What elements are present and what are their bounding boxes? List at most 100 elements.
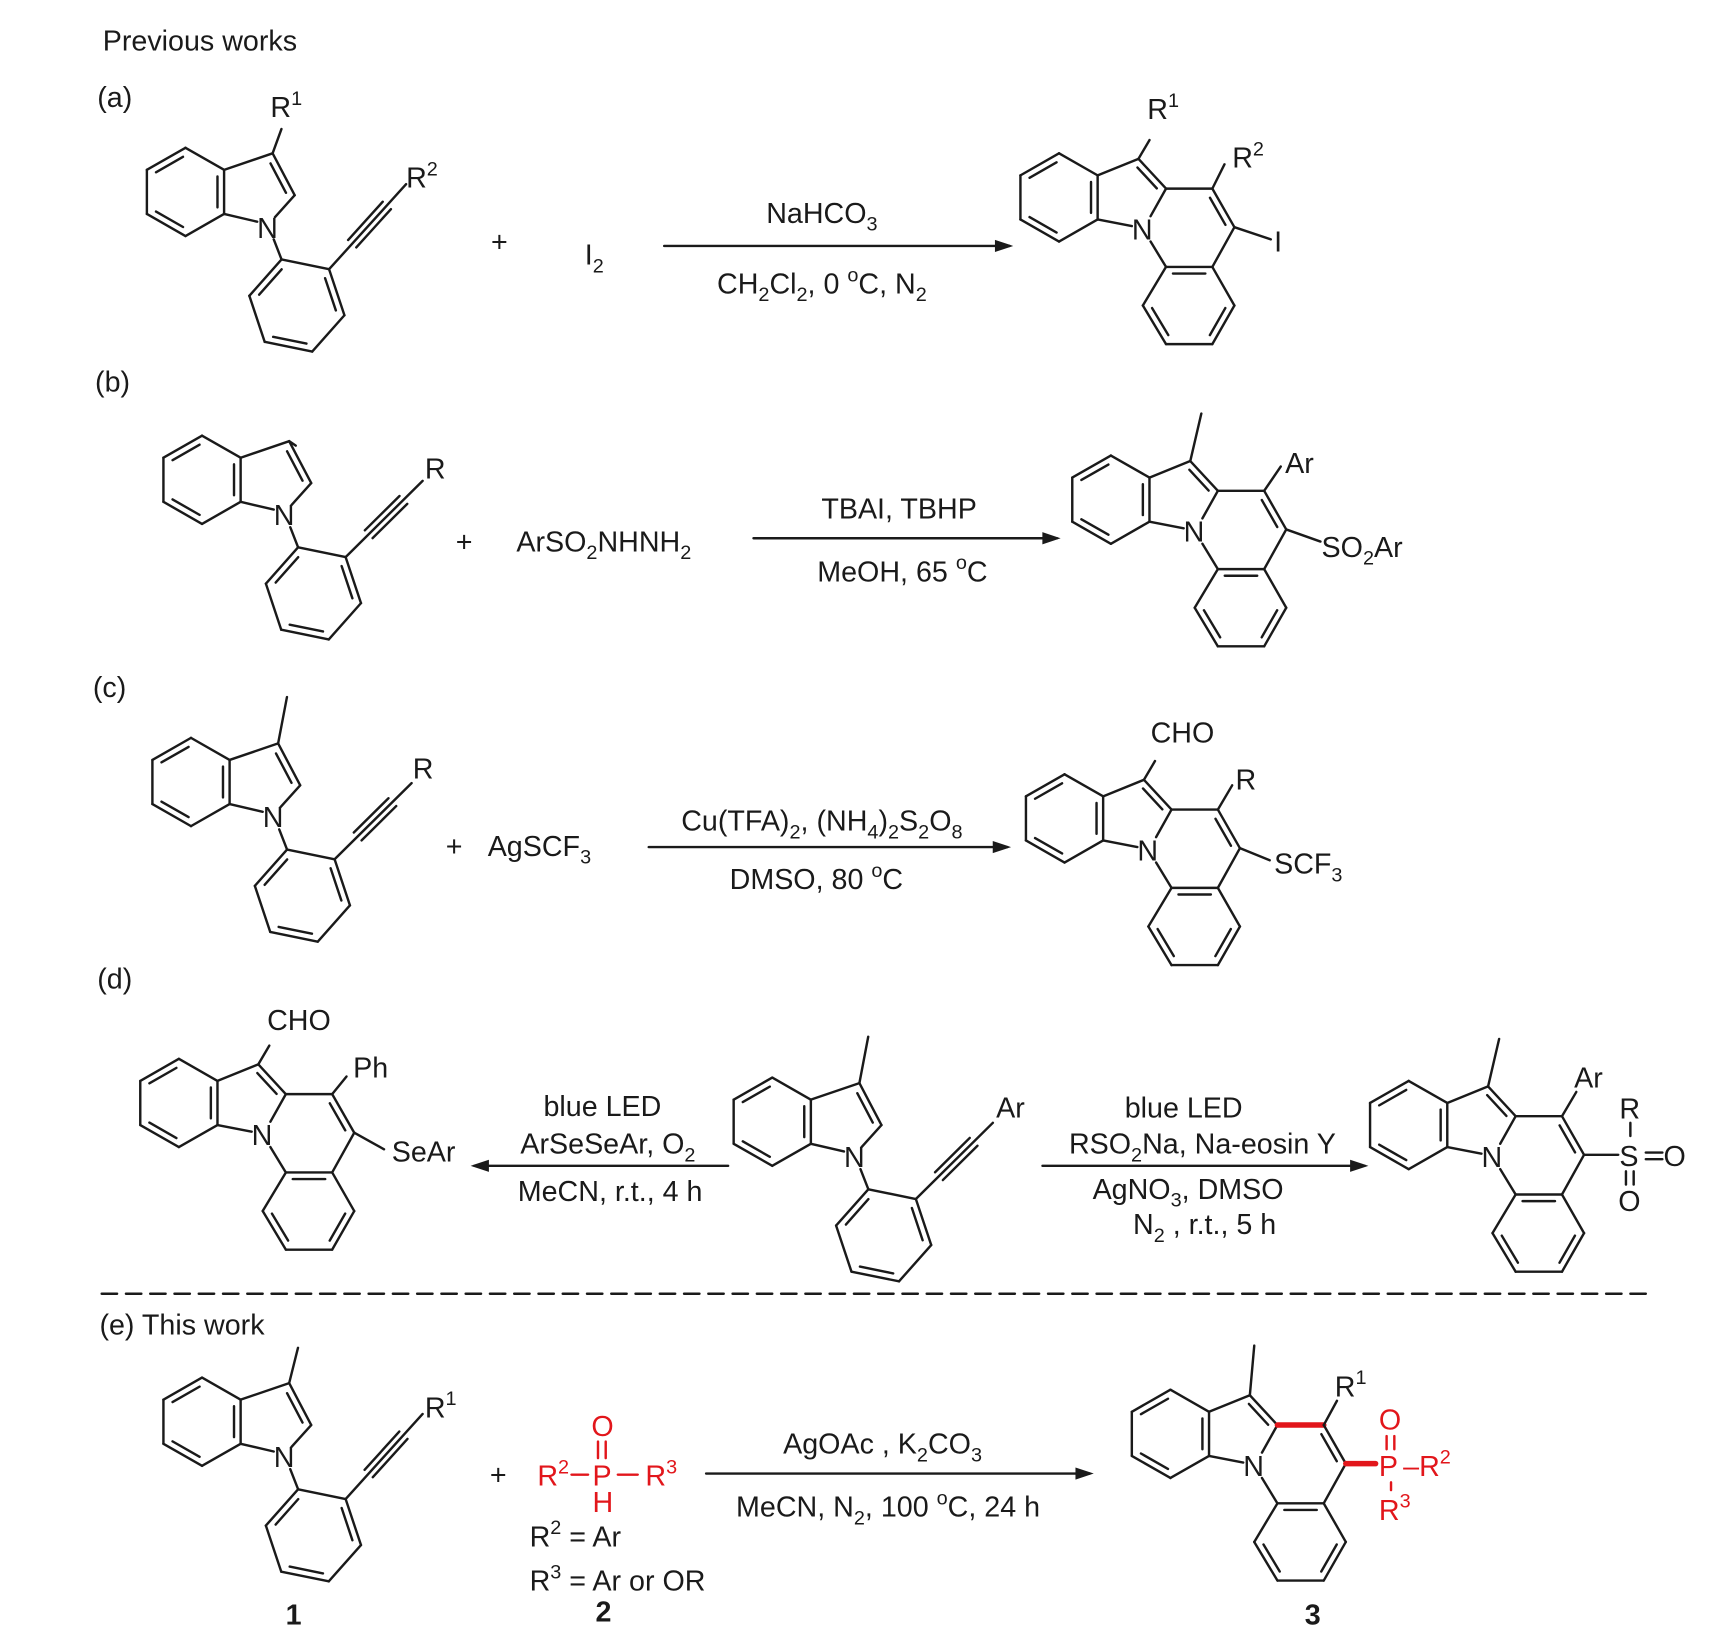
double-bond (1141, 787, 1164, 811)
bond (1101, 839, 1139, 849)
ring-bond (151, 736, 193, 762)
d-left-cond-3: MeCN, r.t., 4 h (518, 1176, 703, 1208)
double-bond (1033, 782, 1064, 800)
b-plus: + (456, 526, 473, 558)
double-bond (1080, 463, 1110, 482)
a-reactant-r1: R1 (270, 88, 302, 124)
double-bond (1156, 927, 1176, 958)
bond (1142, 778, 1173, 811)
double-bond (285, 450, 304, 482)
substituent-bond (1262, 465, 1282, 493)
substituent-bond (1560, 1090, 1578, 1118)
double-bond (1320, 1432, 1339, 1463)
double-bond (160, 745, 190, 764)
substituent-bond (353, 1131, 386, 1151)
ring-bond (327, 267, 346, 317)
ring-bond (771, 1142, 813, 1168)
ring-bond (1147, 925, 1173, 967)
d-left-cond-2: ArSeSeAr, O2 (520, 1129, 695, 1167)
substituent-bond (1248, 1344, 1256, 1397)
bond (276, 742, 302, 787)
ring-bond (177, 1057, 219, 1083)
bond (330, 1131, 356, 1174)
bond (222, 212, 259, 223)
double-bond (1260, 609, 1279, 639)
ring-bond (327, 601, 363, 641)
ring-bond (264, 582, 283, 631)
bond (1149, 240, 1168, 269)
double-bond (1028, 161, 1058, 179)
bond (1148, 520, 1185, 530)
substituent-bond (1137, 138, 1151, 161)
double-bond (1320, 1543, 1338, 1573)
d-right-cond-4: N2 , r.t., 5 h (1133, 1209, 1276, 1247)
b-reactant-r: R (425, 454, 446, 486)
bond (1446, 1085, 1490, 1105)
b-product-ar: Ar (1285, 448, 1314, 480)
ring-bond (1169, 1388, 1211, 1414)
d-right-cond-1: blue LED (1125, 1092, 1243, 1124)
ring-bond (732, 1076, 774, 1101)
b-cond-top: TBAI, TBHP (821, 493, 977, 525)
bond (1262, 528, 1288, 571)
substituent-bond (1285, 528, 1322, 543)
d-right-cond-2: RSO2Na, Na-eosin Y (1069, 1129, 1336, 1167)
ring-bond (1057, 152, 1099, 177)
e-def-r2: R2 = Ar (530, 1517, 622, 1553)
ring-bond (1368, 1145, 1410, 1171)
ring-bond (200, 1376, 242, 1401)
compound-3-label: 3 (1305, 1600, 1321, 1632)
ring-bond (189, 736, 231, 762)
double-bond (1139, 1452, 1170, 1471)
substituent-bond (276, 695, 289, 745)
bond (1154, 808, 1173, 839)
ring-bond (330, 1171, 356, 1213)
double-bond (1188, 468, 1210, 492)
compound-1-label: 1 (286, 1600, 302, 1632)
alkyne-bond (371, 502, 409, 540)
alkyne-bond (941, 1144, 979, 1182)
ring-bond (261, 1209, 288, 1251)
e-reagent-h: H (592, 1487, 613, 1519)
bond (1260, 1423, 1279, 1454)
ring-bond (1211, 304, 1236, 346)
double-bond (171, 1440, 201, 1459)
d-left-cho: CHO (267, 1005, 331, 1037)
bond (809, 1081, 861, 1101)
double-bond (1208, 306, 1227, 337)
bond (1207, 1454, 1245, 1464)
ring-bond (1211, 265, 1236, 307)
ring-bond (1491, 1231, 1517, 1273)
substituent-bond (271, 127, 283, 155)
bond (1248, 1394, 1279, 1427)
c-product-n: N (1137, 835, 1158, 867)
alkyne-bond (346, 200, 384, 242)
ring-bond (285, 848, 336, 861)
ring-bond (177, 1123, 219, 1149)
double-bond (1377, 1088, 1408, 1107)
e-reagent-o: O (591, 1411, 613, 1443)
c-product-r: R (1236, 765, 1257, 797)
ring-bond (1193, 606, 1220, 648)
bond (1211, 187, 1236, 229)
bond (809, 1142, 846, 1153)
double-bond (340, 1506, 354, 1542)
e-reagent-p: P (592, 1461, 611, 1493)
double-bond (844, 1197, 870, 1226)
alkyne-bond (344, 479, 424, 559)
double-bond (1028, 215, 1058, 234)
substituent-bond (1238, 846, 1271, 862)
substituent-bond (1322, 1399, 1339, 1427)
ring-bond (248, 294, 266, 344)
scheme-title: Previous works (103, 26, 297, 58)
c-plus: + (446, 831, 463, 863)
ring-bond (184, 146, 226, 172)
bond (1260, 1476, 1279, 1505)
ring-bond (1193, 567, 1220, 609)
bond (858, 1081, 883, 1127)
ring-bond (1019, 152, 1061, 177)
bond (1216, 808, 1242, 850)
d-reactant-n: N (844, 1142, 865, 1174)
panel-c-label: (c) (93, 672, 126, 704)
bond (222, 152, 274, 172)
